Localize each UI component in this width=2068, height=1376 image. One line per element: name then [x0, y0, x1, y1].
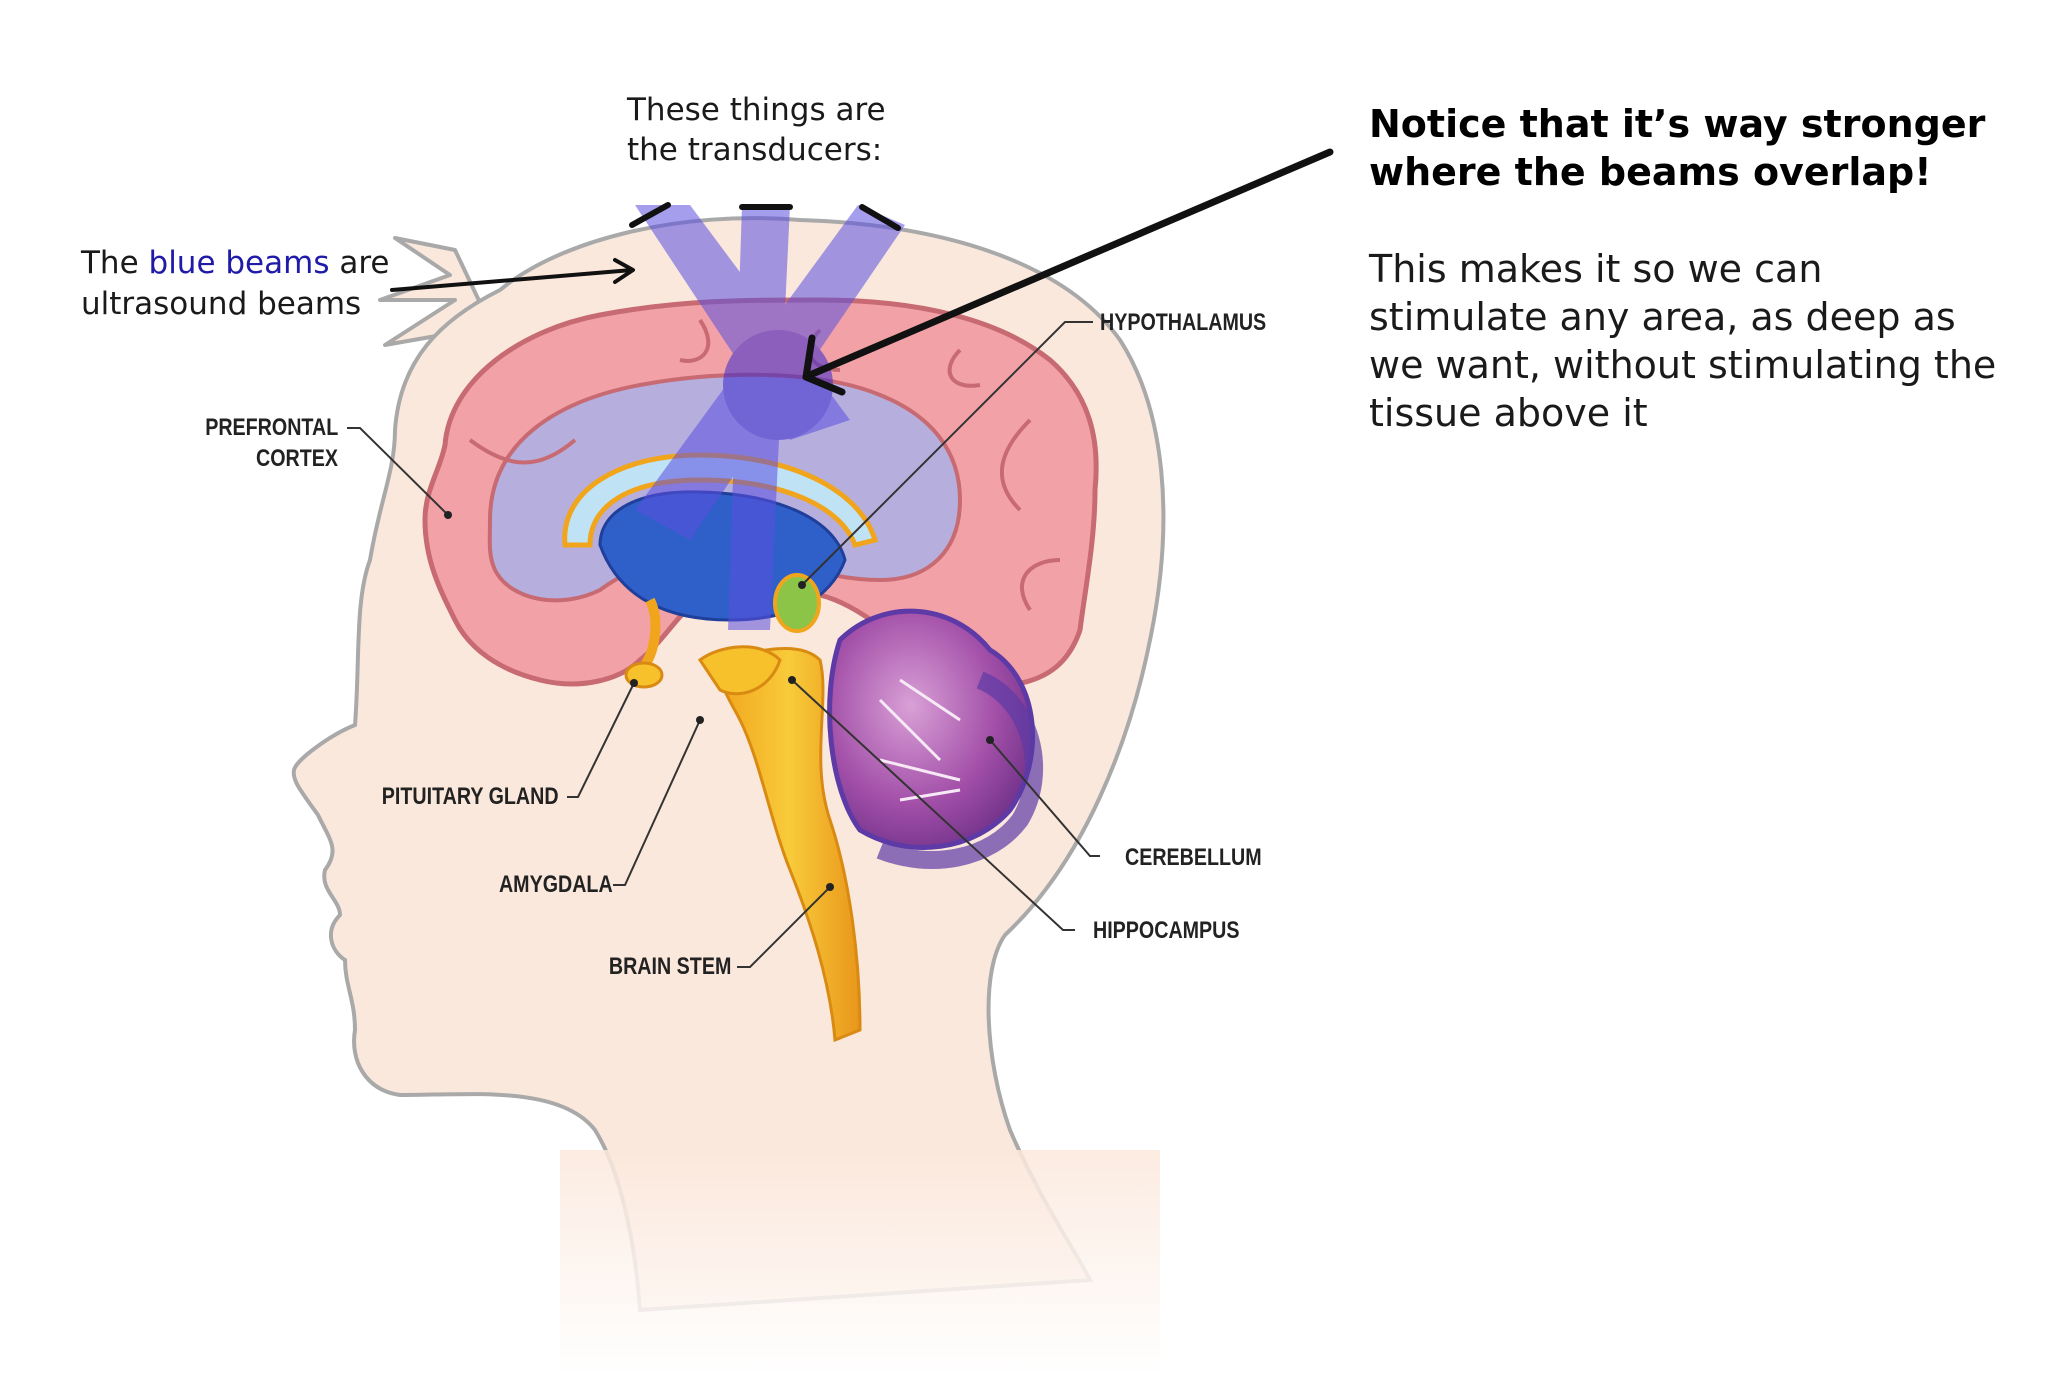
cerebellum — [827, 608, 1043, 869]
beams-caption-line2: ultrasound beams — [81, 286, 362, 322]
ultrasound-beams — [635, 205, 905, 630]
transducers-caption-line2: the transducers: — [627, 132, 883, 168]
side-note-body-line2: stimulate any area, as deep as — [1369, 295, 1956, 339]
side-note-heading-line2: where the beams overlap! — [1369, 150, 1932, 194]
beams-caption-suffix: are — [329, 245, 390, 281]
transducers-caption-line1: These things are — [627, 92, 886, 128]
hypothalamus-region — [773, 573, 821, 633]
arrows — [390, 148, 1334, 396]
brain-stem — [717, 647, 862, 1043]
side-note-heading-line1: Notice that it’s way stronger — [1369, 102, 1986, 146]
label-brain-stem: BRAIN STEM — [608, 953, 731, 980]
arrow-icon — [390, 268, 634, 292]
leader-dots — [444, 511, 994, 891]
label-amygdala: AMYGDALA — [499, 871, 613, 898]
side-note-body-line3: we want, without stimulating the — [1369, 343, 1997, 387]
transducer-icon — [859, 204, 901, 231]
transducers — [629, 202, 901, 231]
side-note-body-line4: tissue above it — [1369, 391, 1648, 435]
label-cerebellum: CEREBELLUM — [1125, 844, 1262, 871]
beams-caption-line1: The blue beams are — [81, 243, 389, 283]
label-pituitary-gland: PITUITARY GLAND — [382, 783, 559, 810]
side-note-body-line1: This makes it so we can — [1369, 247, 1823, 291]
beams-caption-prefix: The — [81, 245, 149, 281]
label-prefrontal-line1: PREFRONTAL — [204, 414, 338, 441]
label-prefrontal-line2: CORTEX — [255, 445, 338, 472]
label-hypothalamus: HYPOTHALAMUS — [1100, 309, 1267, 336]
arrow-icon — [806, 148, 1334, 379]
transducer-icon — [629, 202, 671, 228]
leader-lines — [347, 321, 1100, 968]
blue-beams-highlight: blue beams — [148, 245, 330, 281]
label-hippocampus: HIPPOCAMPUS — [1093, 917, 1240, 944]
